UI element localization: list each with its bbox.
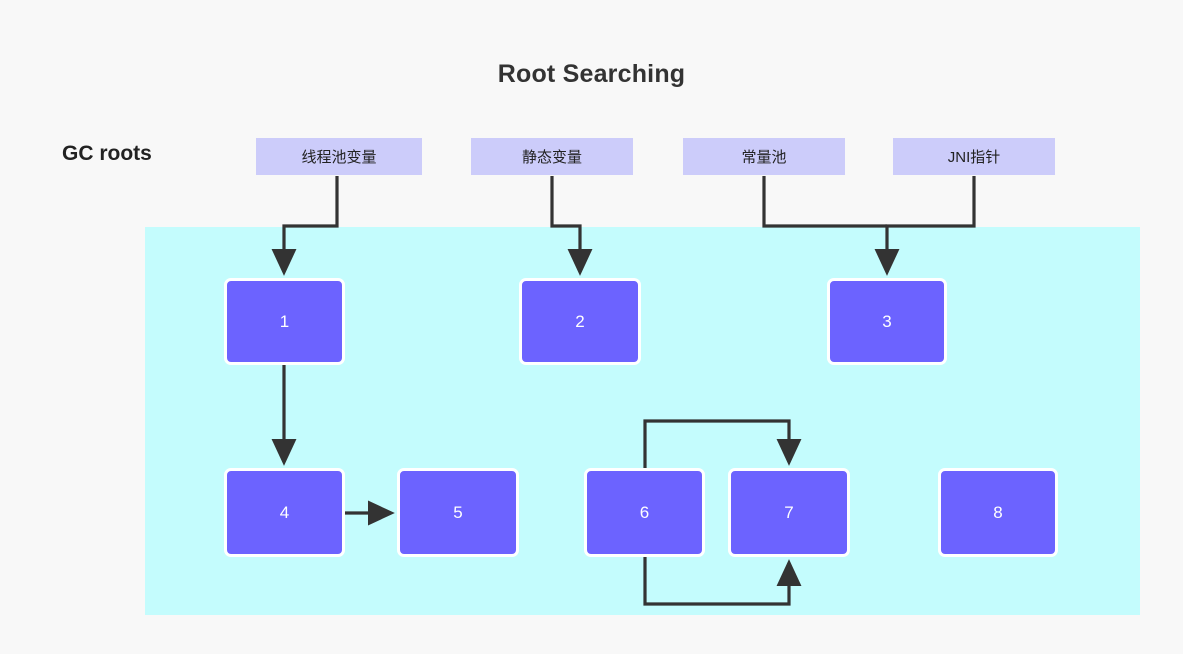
page-title: Root Searching bbox=[497, 60, 686, 88]
graph-node-label: 2 bbox=[575, 311, 585, 331]
graph-node-label: 8 bbox=[993, 502, 1003, 522]
graph-node-6[interactable]: 6 bbox=[584, 468, 705, 557]
graph-node-3[interactable]: 3 bbox=[827, 278, 947, 365]
graph-node-5[interactable]: 5 bbox=[397, 468, 519, 557]
graph-node-label: 7 bbox=[784, 502, 794, 522]
graph-node-label: 1 bbox=[279, 311, 290, 331]
root-box-label: 常量池 bbox=[741, 149, 787, 166]
root-box-static-var[interactable]: 静态变量 bbox=[471, 138, 633, 175]
root-box-thread-pool[interactable]: 线程池变量 bbox=[256, 138, 422, 175]
graph-node-1[interactable]: 1 bbox=[224, 278, 345, 365]
graph-node-7[interactable]: 7 bbox=[728, 468, 850, 557]
root-box-label: JNI指针 bbox=[947, 149, 1001, 166]
root-box-jni-pointer[interactable]: JNI指针 bbox=[893, 138, 1055, 175]
graph-node-8[interactable]: 8 bbox=[938, 468, 1058, 557]
root-box-label: 线程池变量 bbox=[301, 149, 377, 166]
gc-roots-label: GC roots bbox=[62, 142, 152, 165]
graph-node-2[interactable]: 2 bbox=[519, 278, 641, 365]
graph-node-label: 6 bbox=[639, 502, 650, 522]
graph-node-label: 3 bbox=[882, 311, 892, 331]
root-box-const-pool[interactable]: 常量池 bbox=[683, 138, 845, 175]
graph-node-label: 4 bbox=[279, 502, 290, 522]
root-box-label: 静态变量 bbox=[521, 149, 582, 166]
graph-node-4[interactable]: 4 bbox=[224, 468, 345, 557]
edge-const-pool-to-3 bbox=[762, 176, 887, 228]
graph-node-label: 5 bbox=[453, 502, 463, 522]
